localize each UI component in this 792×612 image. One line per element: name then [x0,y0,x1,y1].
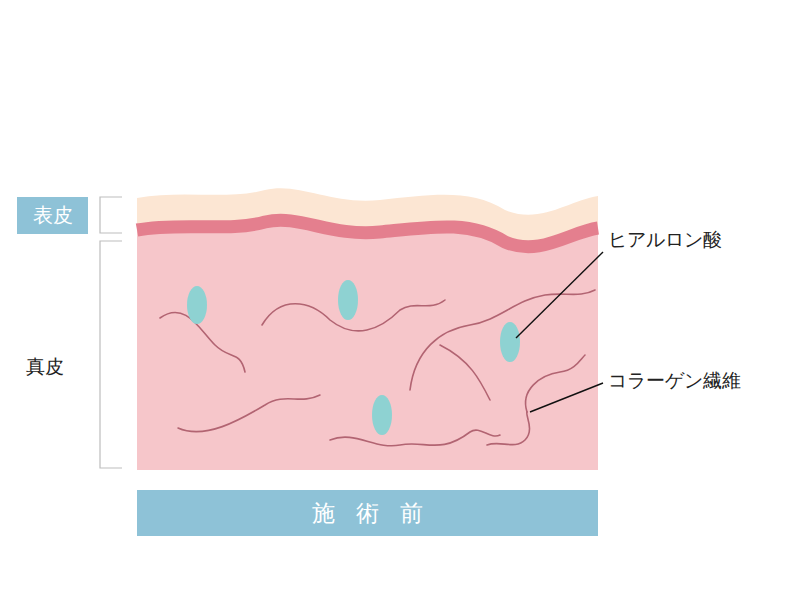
basal-band [137,220,598,246]
collagen-fibers [160,290,595,446]
dermis-layer [137,220,598,470]
layer-tag: 表皮 [17,197,88,234]
layer-label: 真皮 [26,355,64,378]
epidermis-layer [137,188,598,470]
node-text: 表皮 [33,202,73,229]
part-label: コラーゲン繊維 [608,369,741,392]
leader-lines [516,252,603,412]
caption-bar: 施術前 [137,490,598,536]
node-text: 施術前 [292,498,444,529]
layer-brackets [100,197,122,468]
part-label: ヒアルロン酸 [608,228,722,251]
hyaluronic-acid-drops [187,280,520,435]
